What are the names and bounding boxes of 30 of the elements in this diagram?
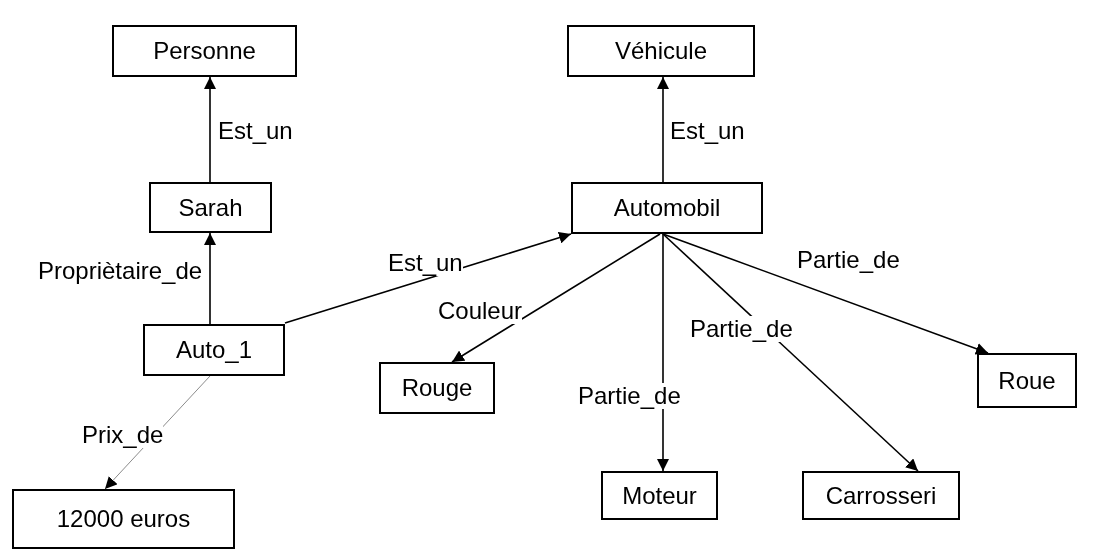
concept-label: Automobil: [613, 194, 721, 222]
arrow: [204, 232, 216, 325]
arrow: [662, 233, 919, 472]
arrow: [662, 233, 989, 355]
concept-box: [567, 25, 755, 77]
concept-label: Sarah: [178, 193, 243, 222]
concept-box: [112, 25, 297, 77]
concept-label: Auto_1: [175, 336, 253, 364]
concept-label: Roue: [998, 366, 1056, 395]
arrow: [657, 233, 669, 472]
concept-label: Moteur: [622, 481, 697, 510]
concept-box: [143, 324, 285, 376]
concept-box: [601, 471, 718, 520]
arrow: [451, 233, 661, 363]
concept-box: [12, 489, 235, 549]
concept-label: Rouge: [401, 374, 473, 402]
concept-box: [571, 182, 763, 234]
concept-box: [379, 362, 495, 414]
concept-label: Personne: [153, 37, 256, 65]
arrow: [657, 76, 669, 183]
concept-box: [802, 471, 960, 520]
concept-label: 12000 euros: [56, 505, 191, 533]
arrow: [204, 76, 216, 183]
concept-label: Véhicule: [614, 37, 708, 65]
arrow: [284, 231, 572, 324]
edge-label: Partie_de: [690, 316, 793, 343]
concept-label: Carrosseri: [825, 481, 937, 510]
concept-box: [977, 353, 1077, 408]
edge-label: Partie_de: [578, 383, 681, 410]
concept-box: [149, 182, 272, 233]
